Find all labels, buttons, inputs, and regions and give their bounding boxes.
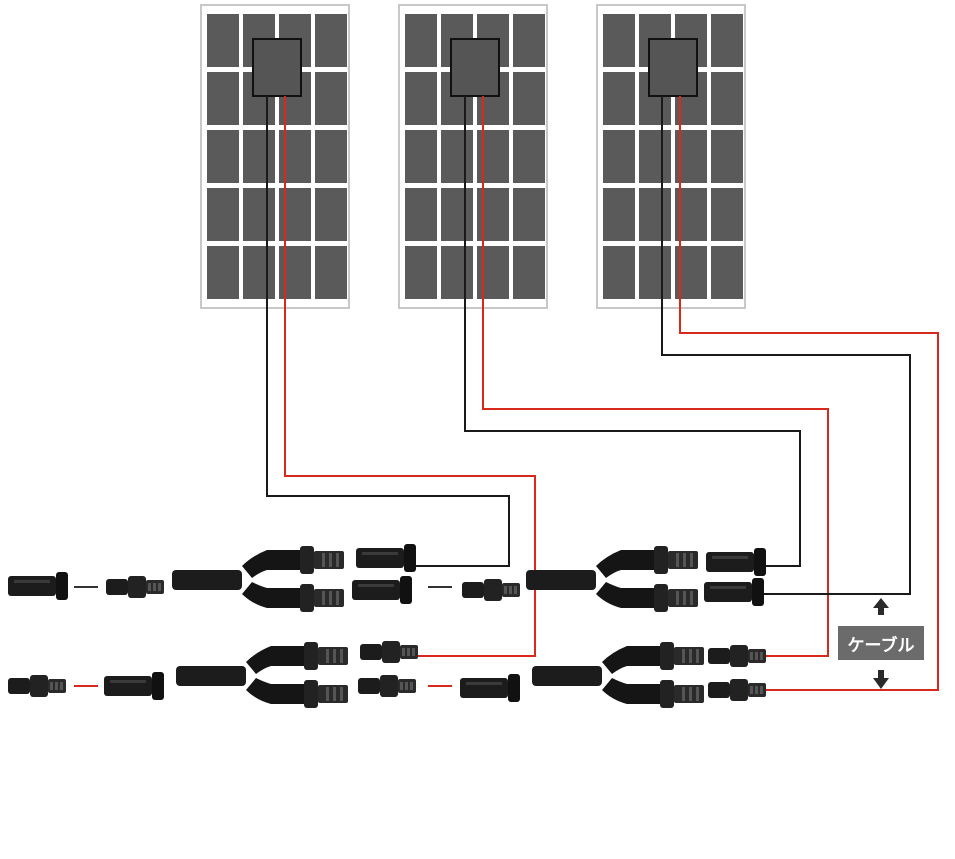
solar-cell <box>513 246 545 299</box>
solar-cell <box>405 130 437 183</box>
solar-cell <box>207 130 239 183</box>
connector-row-negative <box>8 544 766 612</box>
solar-cell <box>207 246 239 299</box>
junction-box <box>648 38 698 97</box>
solar-cell <box>603 14 635 67</box>
panel-3-negative-wire <box>661 96 911 595</box>
solar-cell <box>405 72 437 125</box>
solar-cell <box>711 72 743 125</box>
solar-cell <box>243 246 275 299</box>
solar-cell <box>315 188 347 241</box>
solar-cell <box>279 246 311 299</box>
solar-cell <box>279 188 311 241</box>
panel-3-positive-wire <box>679 96 939 691</box>
solar-cell <box>477 246 509 299</box>
solar-cell <box>639 130 671 183</box>
solar-cell <box>207 72 239 125</box>
solar-cell <box>639 188 671 241</box>
junction-box <box>450 38 500 97</box>
solar-cell <box>315 14 347 67</box>
solar-cell <box>243 130 275 183</box>
solar-cell <box>441 130 473 183</box>
solar-cell <box>477 130 509 183</box>
panel-1-negative-wire <box>266 96 510 567</box>
solar-cell <box>207 14 239 67</box>
solar-cell <box>639 246 671 299</box>
arrow-up-icon <box>873 598 889 615</box>
solar-cell <box>405 188 437 241</box>
solar-cell <box>207 188 239 241</box>
solar-cell <box>513 188 545 241</box>
solar-cell <box>441 188 473 241</box>
solar-cell <box>441 246 473 299</box>
solar-cell <box>711 188 743 241</box>
solar-cell <box>315 72 347 125</box>
solar-cell <box>243 188 275 241</box>
connector-row-positive <box>8 641 766 708</box>
solar-cell <box>315 130 347 183</box>
panel-1-positive-wire <box>284 96 536 657</box>
solar-cell <box>315 246 347 299</box>
solar-cell <box>711 14 743 67</box>
solar-cell <box>477 188 509 241</box>
solar-cell <box>279 130 311 183</box>
solar-cell <box>603 246 635 299</box>
junction-box <box>252 38 302 97</box>
solar-cell <box>711 246 743 299</box>
solar-cell <box>405 14 437 67</box>
solar-panel-1 <box>200 4 350 309</box>
solar-cell <box>603 72 635 125</box>
solar-cell <box>513 72 545 125</box>
panel-2-positive-wire <box>482 96 829 657</box>
cable-label: ケーブル <box>838 626 924 660</box>
solar-cell <box>711 130 743 183</box>
solar-panel-3 <box>596 4 746 309</box>
panel-2-negative-wire <box>464 96 801 567</box>
arrow-down-icon <box>873 670 889 689</box>
solar-cell <box>603 188 635 241</box>
solar-cell <box>513 14 545 67</box>
solar-cell <box>513 130 545 183</box>
solar-cell <box>603 130 635 183</box>
solar-panel-2 <box>398 4 548 309</box>
solar-cell <box>405 246 437 299</box>
